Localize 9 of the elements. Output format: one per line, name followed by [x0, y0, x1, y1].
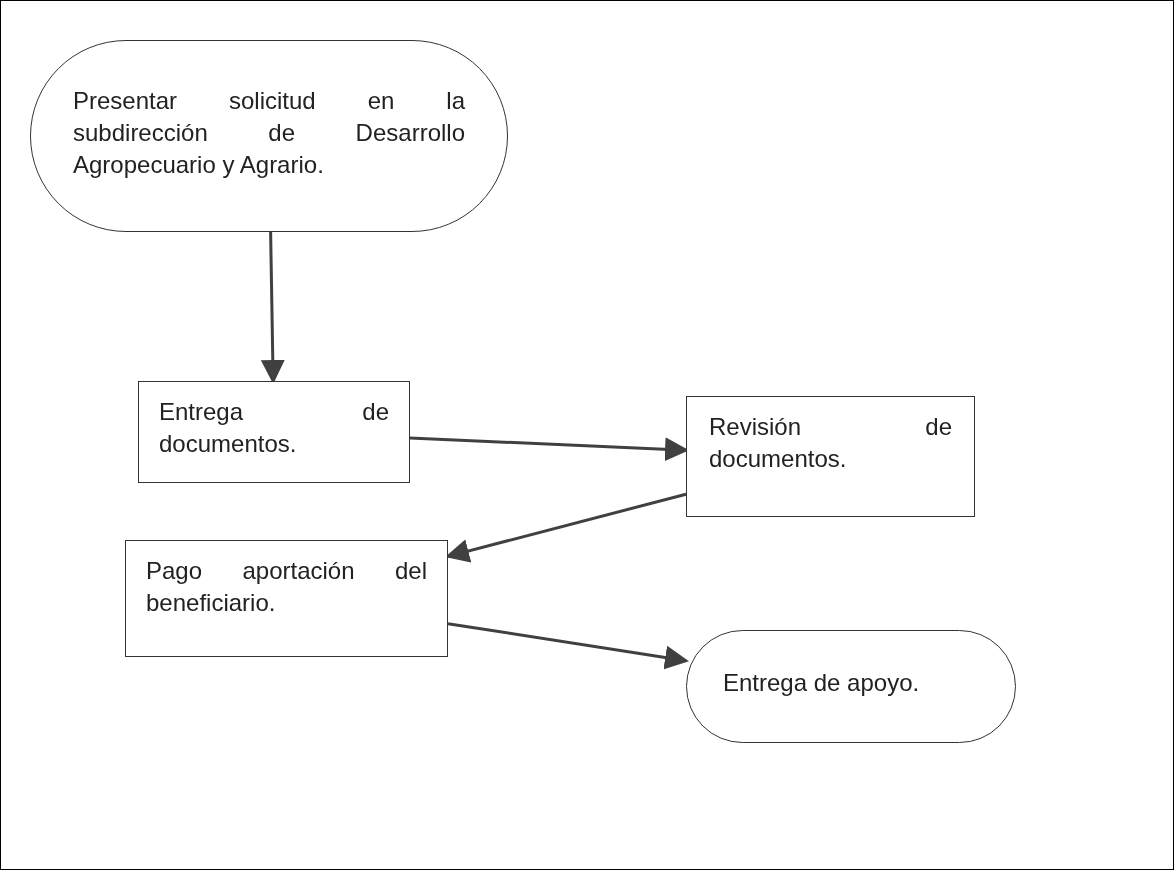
node-text: Entrega de documentos. [159, 397, 389, 459]
arrow [447, 622, 689, 670]
node-text: Entrega de apoyo. [723, 668, 921, 698]
process-box [686, 396, 975, 517]
node-text: Presentar solicitud en la subdirección de Desarrollo Agropecuario y Agrario. [73, 86, 465, 180]
process-box [138, 381, 410, 483]
node-text: Revisión de documentos. [709, 412, 952, 474]
node-text: Pago aportación del beneficiario. [146, 556, 427, 618]
process-box [125, 540, 448, 657]
